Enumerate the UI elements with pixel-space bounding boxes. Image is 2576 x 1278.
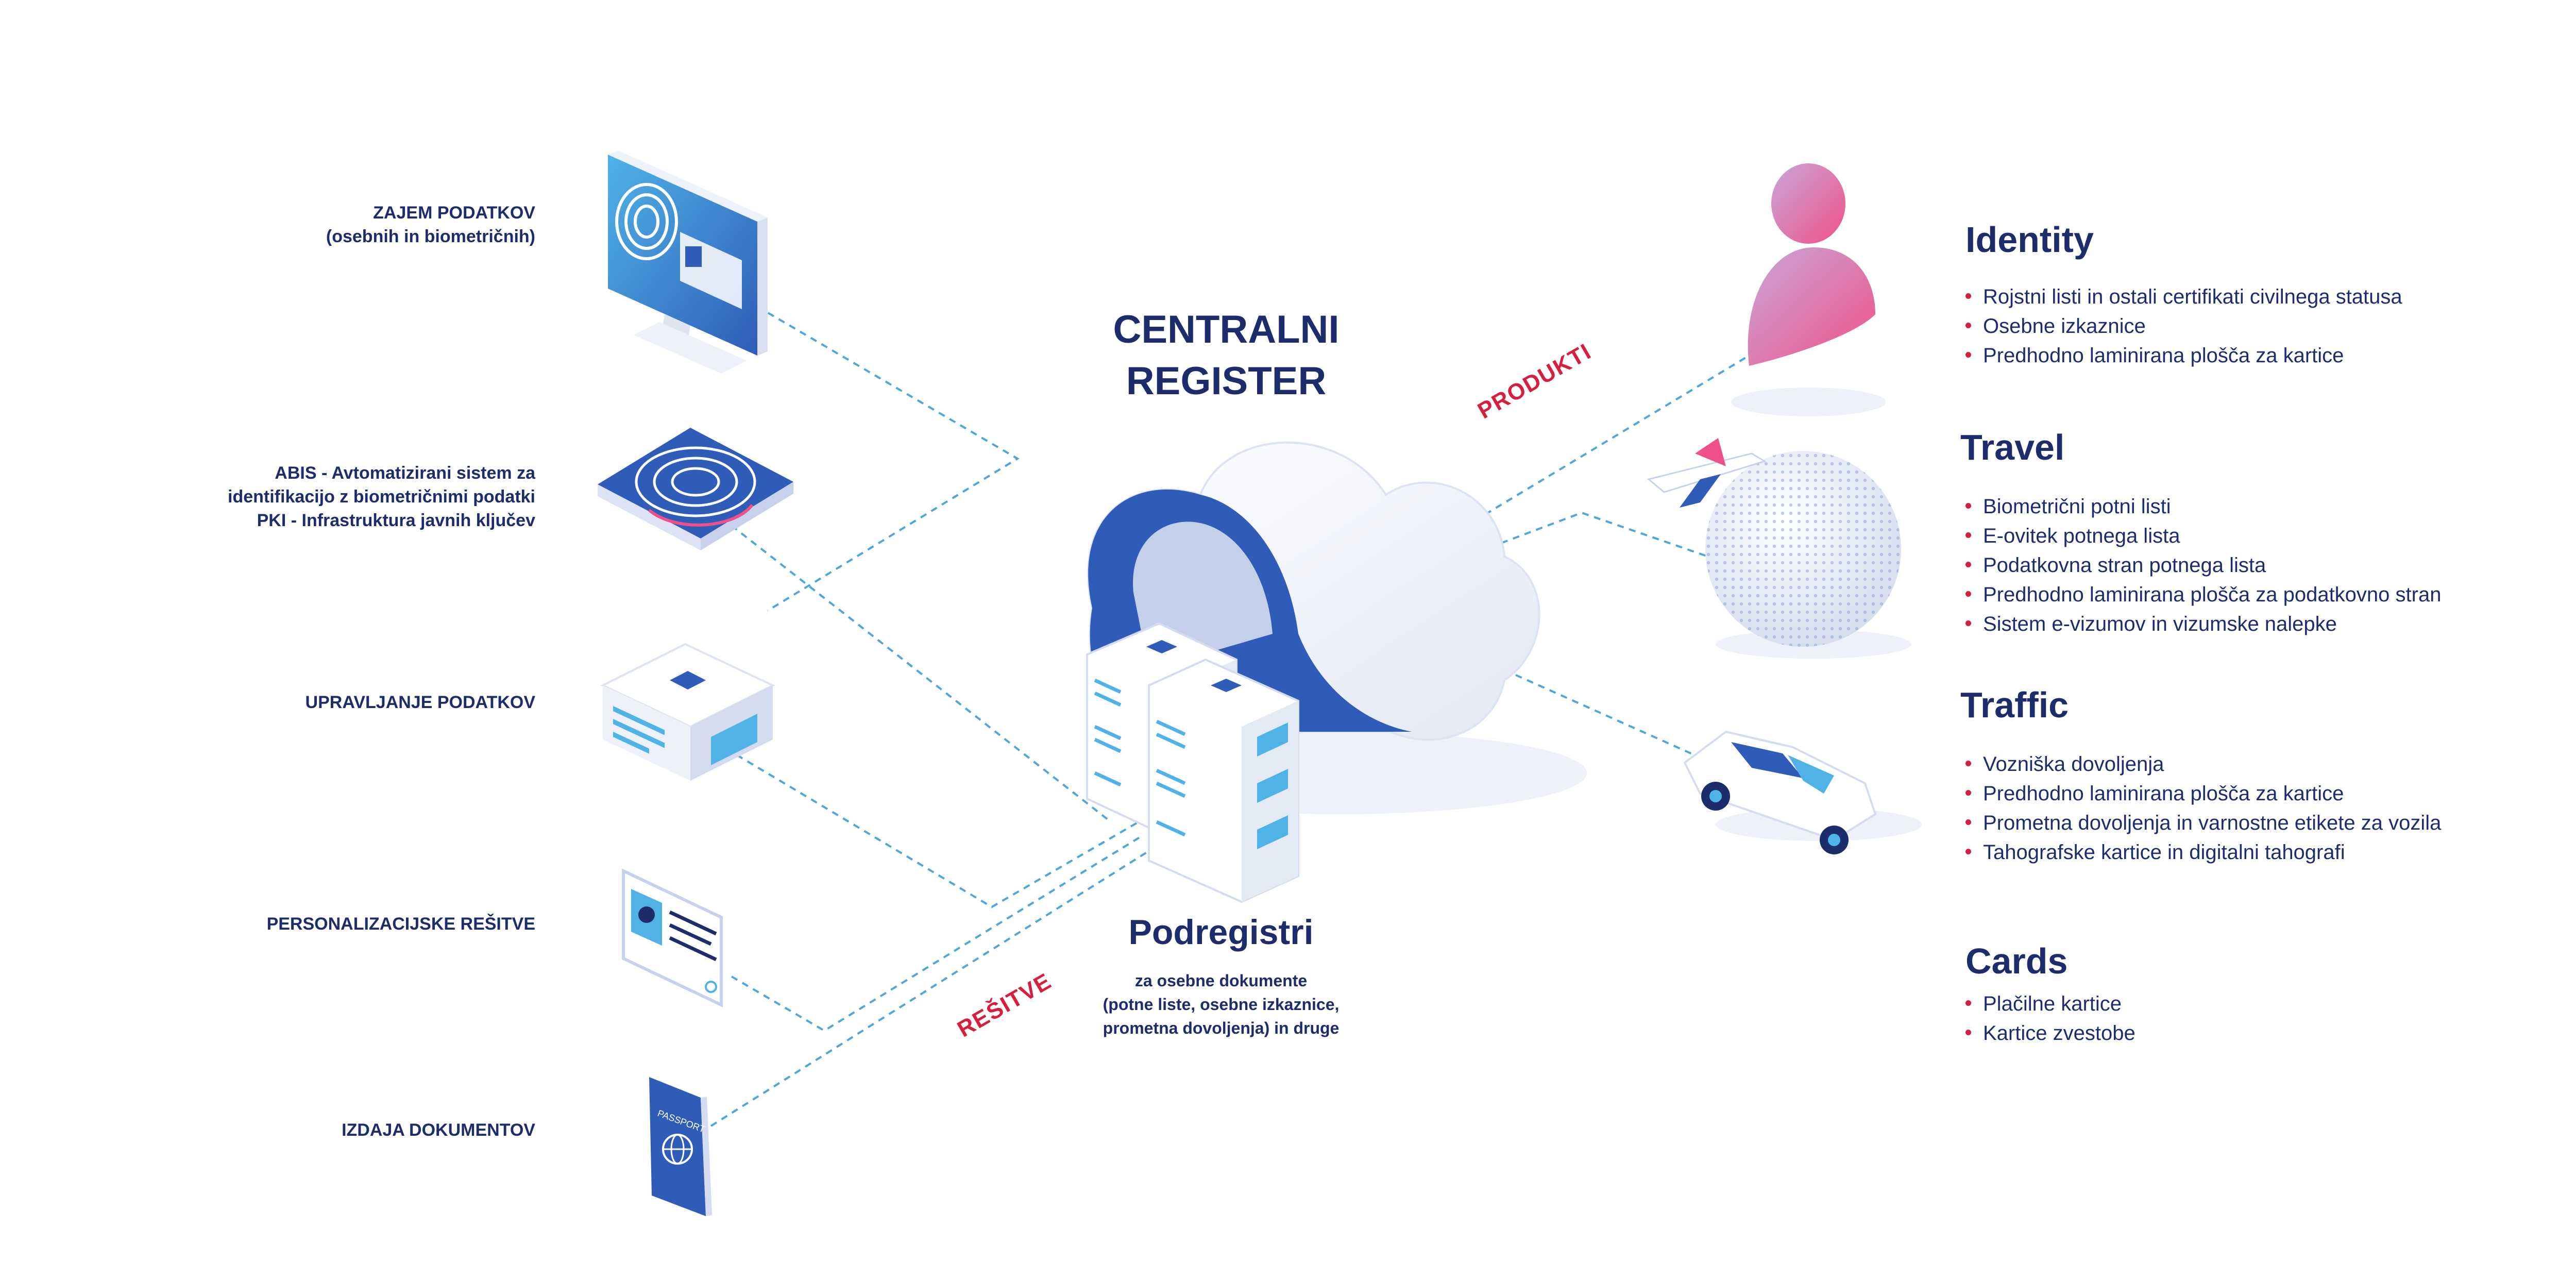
list-item: Sistem e-vizumov in vizumske nalepke <box>1965 610 2441 639</box>
connector-issuing <box>710 834 1176 1127</box>
bullet-dot-icon <box>1965 819 1971 825</box>
category-title-traffic: Traffic <box>1960 685 2069 725</box>
person-icon <box>1731 163 1886 416</box>
list-item: Vozniška dovoljenja <box>1965 750 2441 779</box>
connector-lines <box>710 306 1750 1127</box>
category-title-cards: Cards <box>1965 941 2068 981</box>
label-line: identifikacijo z biometričnimi podatki <box>228 487 535 507</box>
id-card-icon <box>622 868 723 1007</box>
list-item: Predhodno laminirana plošča za kartice <box>1965 779 2441 809</box>
desc-line: (potne liste, osebne izkaznice, <box>1103 995 1340 1014</box>
category-title-travel: Travel <box>1960 427 2065 467</box>
passport-icon: PASSPORT <box>649 1077 712 1216</box>
desc-line: prometna dovoljenja) in druge <box>1103 1019 1340 1037</box>
connector-abis <box>731 525 1109 820</box>
category-list-travel: Biometrični potni listi E-ovitek potnega… <box>1965 492 2441 639</box>
desc-line: za osebne dokumente <box>1134 971 1308 990</box>
list-item-text: Predhodno laminirana plošča za podatkovn… <box>1983 583 2442 606</box>
bullet-dot-icon <box>1965 503 1971 509</box>
list-item: Podatkovna stran potnega lista <box>1965 551 2441 580</box>
bullet-dot-icon <box>1965 562 1971 567</box>
label-line: PERSONALIZACIJSKE REŠITVE <box>266 914 535 934</box>
bullet-dot-icon <box>1965 1030 1971 1035</box>
label-line: ABIS - Avtomatizirani sistem za <box>275 463 535 483</box>
bullet-dot-icon <box>1965 620 1971 626</box>
list-item-text: Biometrični potni listi <box>1983 495 2171 518</box>
label-line: ZAJEM PODATKOV <box>373 203 535 223</box>
list-item-text: Rojstni listi in ostali certifikati civi… <box>1983 285 2402 308</box>
connector-traffic <box>1504 669 1701 759</box>
cloud-server-icon <box>1086 441 1587 903</box>
data-box-icon <box>600 643 775 781</box>
bullet-dot-icon <box>1965 323 1971 328</box>
label-data-capture: ZAJEM PODATKOV (osebnih in biometričnih) <box>326 201 535 248</box>
label-document-issuing: IZDAJA DOKUMENTOV <box>342 1118 535 1142</box>
list-item-text: Predhodno laminirana plošča za kartice <box>1983 782 2344 805</box>
list-item: Rojstni listi in ostali certifikati civi… <box>1965 282 2402 312</box>
list-item-text: Predhodno laminirana plošča za kartice <box>1983 344 2344 367</box>
connector-data-management <box>736 754 1140 909</box>
list-item: Plačilne kartice <box>1965 989 2136 1019</box>
list-item: Kartice zvestobe <box>1965 1019 2136 1048</box>
label-personalization: PERSONALIZACIJSKE REŠITVE <box>267 912 535 936</box>
category-title-identity: Identity <box>1965 220 2094 260</box>
fingerprint-scanner-icon <box>598 428 793 550</box>
label-line: (osebnih in biometričnih) <box>326 227 535 246</box>
category-list-identity: Rojstni listi in ostali certifikati civi… <box>1965 282 2402 371</box>
label-line: UPRAVLJANJE PODATKOV <box>305 693 535 712</box>
list-item-text: Vozniška dovoljenja <box>1983 753 2164 776</box>
list-item: Predhodno laminirana plošča za podatkovn… <box>1965 580 2441 610</box>
list-item: Predhodno laminirana plošča za kartice <box>1965 341 2402 371</box>
bullet-dot-icon <box>1965 761 1971 766</box>
monitor-fingerprint-icon <box>608 150 768 374</box>
list-item-text: Kartice zvestobe <box>1983 1022 2136 1045</box>
car-icon <box>1683 730 1922 854</box>
server-rack <box>1086 622 1299 903</box>
category-list-traffic: Vozniška dovoljenja Predhodno laminirana… <box>1965 750 2441 867</box>
list-item: Osebne izkaznice <box>1965 312 2402 341</box>
list-item: Tahografske kartice in digitalni tahogra… <box>1965 838 2441 867</box>
bullet-dot-icon <box>1965 1000 1971 1006</box>
label-abis-pki: ABIS - Avtomatizirani sistem za identifi… <box>228 461 535 532</box>
title-line: REGISTER <box>1126 359 1327 403</box>
category-list-cards: Plačilne kartice Kartice zvestobe <box>1965 989 2136 1048</box>
label-line: IZDAJA DOKUMENTOV <box>342 1120 535 1140</box>
list-item-text: Prometna dovoljenja in varnostne etikete… <box>1983 812 2442 834</box>
list-item-text: Sistem e-vizumov in vizumske nalepke <box>1983 613 2337 635</box>
central-register-title: CENTRALNI REGISTER <box>1092 304 1360 407</box>
list-item: Biometrični potni listi <box>1965 492 2441 522</box>
list-item-text: Osebne izkaznice <box>1983 315 2146 338</box>
label-data-management: UPRAVLJANJE PODATKOV <box>306 691 535 714</box>
bullet-dot-icon <box>1965 790 1971 796</box>
bullet-dot-icon <box>1965 591 1971 597</box>
list-item: E-ovitek potnega lista <box>1965 522 2441 551</box>
list-item-text: Plačilne kartice <box>1983 993 2122 1015</box>
list-item-text: Podatkovna stran potnega lista <box>1983 554 2266 577</box>
label-line: PKI - Infrastruktura javnih ključev <box>257 511 535 530</box>
connector-capture <box>756 306 1020 612</box>
list-item-text: E-ovitek potnega lista <box>1983 525 2180 547</box>
bullet-dot-icon <box>1965 532 1971 538</box>
subregistry-description: za osebne dokumente (potne liste, osebne… <box>1051 969 1391 1040</box>
bullet-dot-icon <box>1965 293 1971 299</box>
globe-airplane-icon <box>1647 438 1911 659</box>
bullet-dot-icon <box>1965 352 1971 358</box>
subregistry-title: Podregistri <box>1128 913 1314 952</box>
list-item: Prometna dovoljenja in varnostne etikete… <box>1965 809 2441 838</box>
bullet-dot-icon <box>1965 849 1971 854</box>
title-line: CENTRALNI <box>1113 308 1340 351</box>
list-item-text: Tahografske kartice in digitalni tahogra… <box>1983 841 2345 864</box>
